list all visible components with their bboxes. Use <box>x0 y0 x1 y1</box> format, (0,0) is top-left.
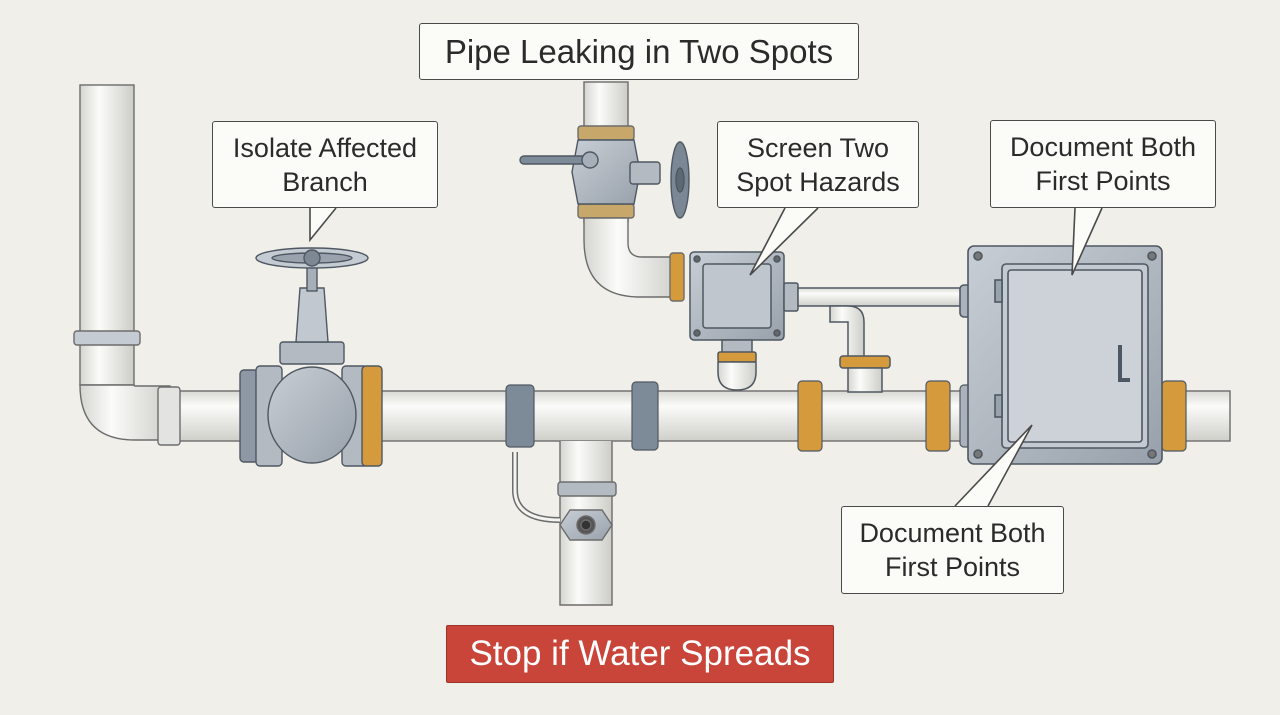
tee-drain-branch <box>512 441 617 606</box>
callout-line: Spot Hazards <box>736 166 900 197</box>
left-riser-pipe <box>73 84 171 441</box>
page-title: Pipe Leaking in Two Spots <box>419 23 859 80</box>
upper-supply-pipe <box>577 81 685 302</box>
document-points-callout-top: Document Both First Points <box>990 120 1216 208</box>
ball-valve-icon <box>519 139 690 219</box>
handwheel-icon <box>255 247 369 269</box>
callout-line: Branch <box>282 166 368 197</box>
callout-pointers <box>309 207 1103 507</box>
callout-line: Isolate Affected <box>232 132 418 163</box>
callout-line: Document Both <box>1009 132 1197 162</box>
gate-valve-icon <box>239 247 383 467</box>
callout-line: First Points <box>1035 166 1171 196</box>
title-text: Pipe Leaking in Two Spots <box>444 32 834 70</box>
junction-box-icon <box>689 251 969 393</box>
isolate-branch-callout: Isolate Affected Branch <box>212 121 438 208</box>
stop-warning-banner: Stop if Water Spreads <box>446 625 834 683</box>
electrical-panel-icon <box>959 245 1163 465</box>
screen-hazards-callout: Screen Two Spot Hazards <box>717 121 919 208</box>
callout-line: First Points <box>884 552 1021 582</box>
drain-plug-icon <box>559 509 613 541</box>
callout-line: Screen Two <box>746 132 890 163</box>
document-points-callout-bottom: Document Both First Points <box>841 506 1064 594</box>
callout-line: Document Both <box>859 518 1046 548</box>
